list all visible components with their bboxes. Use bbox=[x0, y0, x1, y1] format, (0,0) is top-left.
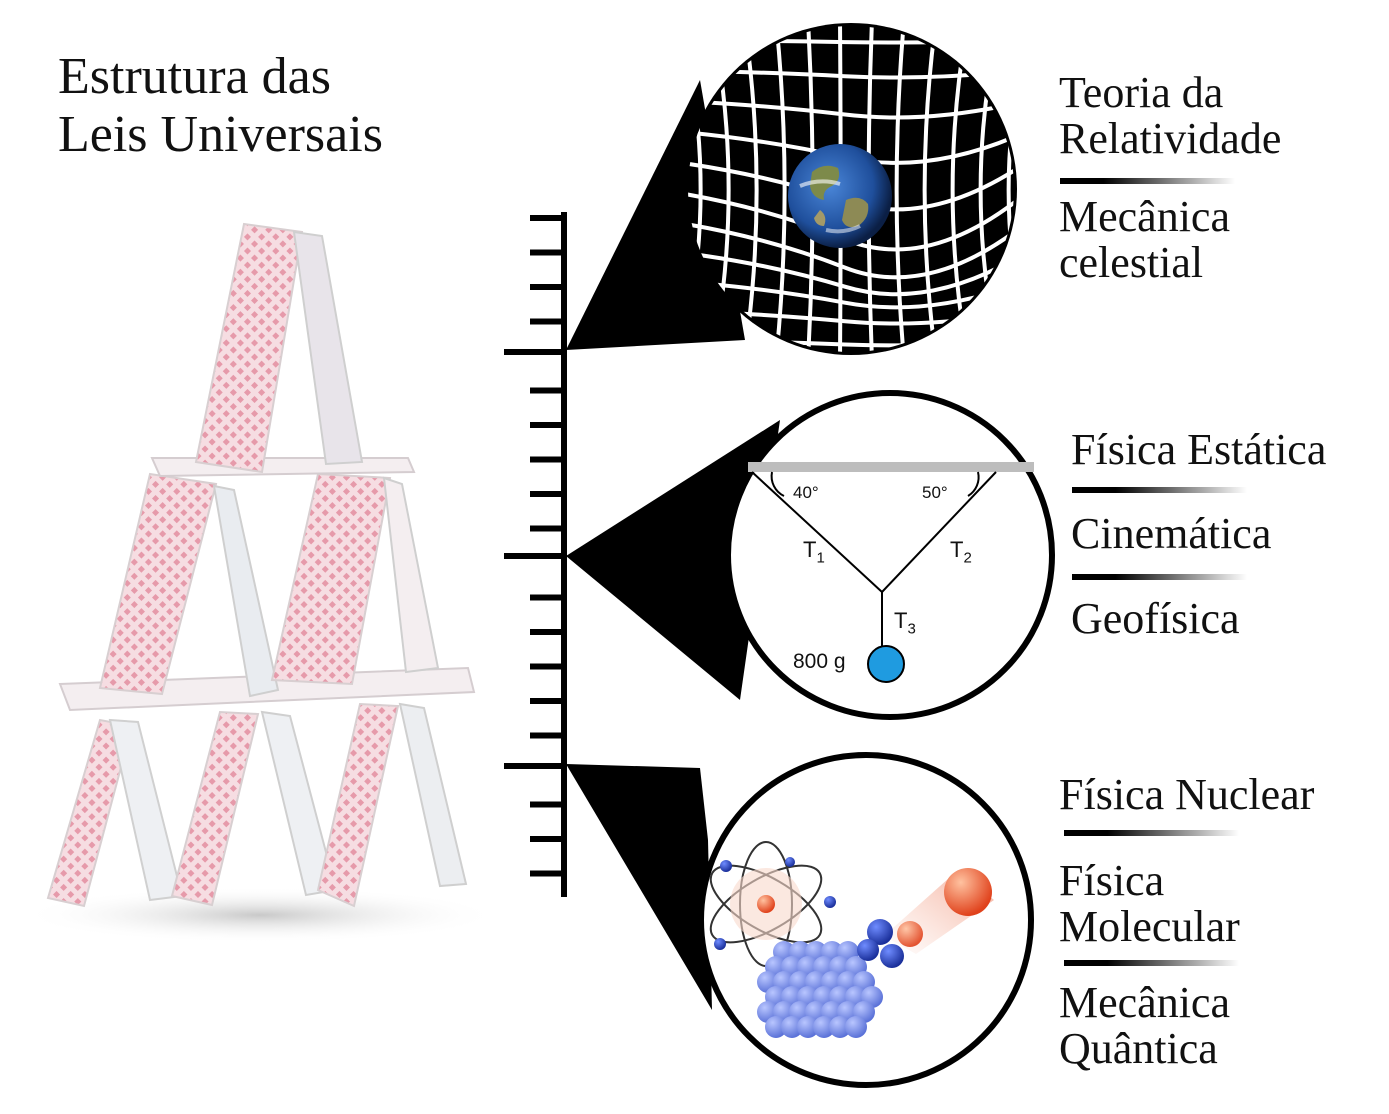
nucleus-icon bbox=[757, 941, 883, 1038]
tension-1-label: T1 bbox=[803, 537, 825, 567]
nucleon bbox=[797, 1016, 819, 1038]
nucleon bbox=[765, 1016, 787, 1038]
nucleon bbox=[829, 1016, 851, 1038]
statics-zoom bbox=[566, 390, 1055, 720]
spacetime-grid-line bbox=[1006, 26, 1014, 352]
divider bbox=[1072, 574, 1247, 580]
nucleon bbox=[813, 1016, 835, 1038]
scale-ruler bbox=[504, 212, 567, 897]
title-line-2: Leis Universais bbox=[58, 106, 383, 163]
mass-ball bbox=[867, 645, 905, 683]
divider bbox=[1072, 487, 1247, 493]
spacetime-grid-line bbox=[774, 26, 787, 352]
label-nuclear-physics: Física Nuclear bbox=[1059, 770, 1315, 819]
divider bbox=[1064, 830, 1239, 836]
quantum-zoom bbox=[566, 752, 1034, 1088]
nucleon bbox=[845, 1016, 867, 1038]
title-line-1: Estrutura das bbox=[58, 48, 331, 105]
label-static-physics: Física Estática bbox=[1071, 425, 1327, 474]
label-theory-of-relativity: Teoria da Relatividade bbox=[1059, 68, 1282, 163]
label-kinematics: Cinemática bbox=[1071, 509, 1272, 558]
spacetime-grid-line bbox=[688, 218, 1014, 280]
spacetime-grid-line bbox=[742, 26, 759, 352]
label-quantum-mechanics: Mecânica Quântica bbox=[1059, 978, 1230, 1073]
house-of-cards-image bbox=[20, 222, 500, 943]
angle-left-label: 40° bbox=[793, 483, 819, 502]
label-celestial-mechanics: Mecânica celestial bbox=[1059, 192, 1230, 287]
tension-3-label: T3 bbox=[894, 608, 916, 638]
spacetime-zoom bbox=[566, 23, 1017, 355]
earth-icon bbox=[788, 144, 892, 248]
spacetime-grid-line bbox=[688, 38, 1014, 45]
atom-icon bbox=[709, 841, 836, 967]
particle-beam-icon bbox=[857, 868, 994, 968]
spacetime-grid-line bbox=[922, 26, 938, 352]
nucleon bbox=[781, 1016, 803, 1038]
label-molecular-physics: Física Molecular bbox=[1059, 856, 1240, 951]
page-title: Estrutura das Leis Universais bbox=[58, 48, 383, 164]
spacetime-grid-line bbox=[688, 248, 1014, 297]
angle-right-label: 50° bbox=[922, 483, 948, 502]
spacetime-grid-line bbox=[688, 98, 1014, 120]
divider bbox=[1060, 178, 1235, 184]
tension-2-label: T2 bbox=[950, 537, 972, 567]
label-geophysics: Geofísica bbox=[1071, 594, 1240, 643]
spacetime-grid-line bbox=[688, 278, 1014, 310]
divider bbox=[1064, 960, 1239, 966]
mass-label: 800 g bbox=[793, 650, 846, 673]
spacetime-grid-line bbox=[894, 26, 906, 352]
